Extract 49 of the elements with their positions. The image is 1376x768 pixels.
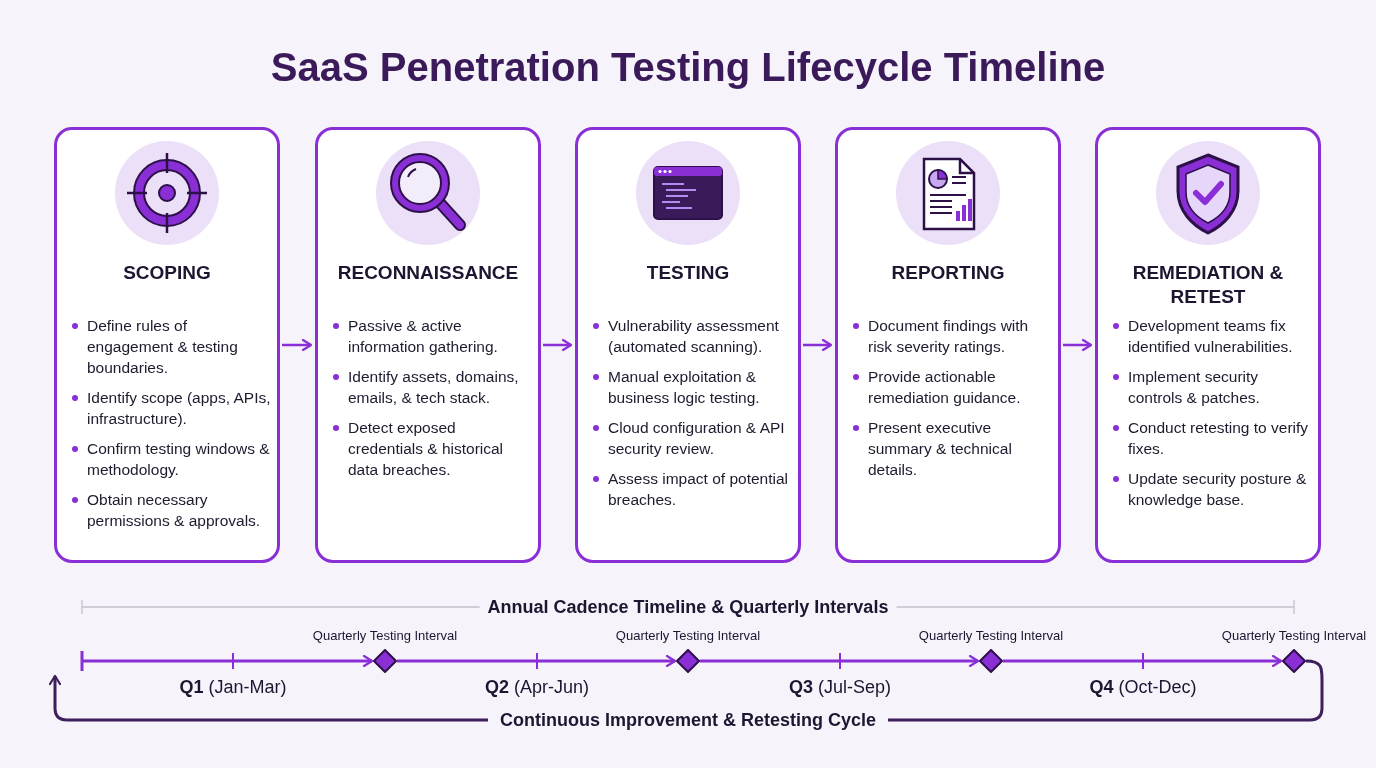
arrow bbox=[82, 654, 374, 668]
bullet-text: Obtain necessary permissions & approvals. bbox=[87, 490, 262, 531]
arrow bbox=[543, 338, 573, 352]
bullet-text: Development teams fix identified vulnerabilities. bbox=[1128, 316, 1294, 357]
quarter-label: Q1 (Jan-Mar) bbox=[179, 676, 287, 698]
step-heading: SCOPING bbox=[123, 261, 211, 285]
process-card bbox=[315, 127, 541, 563]
process-card bbox=[575, 127, 801, 563]
arrow bbox=[1003, 654, 1283, 668]
interval-label: Quarterly Testing Interval bbox=[312, 628, 458, 644]
process-card bbox=[54, 127, 280, 563]
interval-label: Quarterly Testing Interval bbox=[1221, 628, 1367, 644]
milestone-diamond bbox=[676, 649, 700, 673]
bullet-text: Update security posture & knowledge base. bbox=[1128, 469, 1308, 510]
quarter-label: Q2 (Apr-Jun) bbox=[485, 676, 589, 698]
arrow bbox=[700, 654, 980, 668]
arrow bbox=[803, 338, 833, 352]
bullet-text: Conduct retesting to verify fixes. bbox=[1128, 418, 1310, 459]
milestone-diamond bbox=[373, 649, 397, 673]
bullet-text: Vulnerability assessment (automated scanning). bbox=[608, 316, 780, 357]
quarter-label: Q4 (Oct-Dec) bbox=[1089, 676, 1197, 698]
step-heading: REPORTING bbox=[891, 261, 1005, 285]
bullet-text: Provide actionable remediation guidance. bbox=[868, 367, 1022, 408]
arrow bbox=[397, 654, 677, 668]
interval-label: Quarterly Testing Interval bbox=[918, 628, 1064, 644]
process-card bbox=[1095, 127, 1321, 563]
step-heading: RECONNAISSANCE bbox=[337, 261, 519, 285]
milestone-diamond bbox=[1282, 649, 1306, 673]
milestone-diamond bbox=[979, 649, 1003, 673]
interval-label: Quarterly Testing Interval bbox=[615, 628, 761, 644]
bullet-text: Manual exploitation & business logic testing. bbox=[608, 367, 761, 408]
process-card bbox=[835, 127, 1061, 563]
bullet-text: Passive & active information gathering. bbox=[348, 316, 499, 357]
step-heading: TESTING bbox=[646, 261, 730, 285]
title: SaaS Penetration Testing Lifecycle Timeline bbox=[270, 44, 1106, 91]
quarter-label: Q3 (Jul-Sep) bbox=[789, 676, 891, 698]
bullet-text: Identify scope (apps, APIs, infrastructure). bbox=[87, 388, 271, 429]
bullet-text: Identify assets, domains, emails, & tech stack. bbox=[348, 367, 520, 408]
arrow bbox=[1063, 338, 1093, 352]
bullet-text: Detect exposed credentials & historical data breaches. bbox=[348, 418, 505, 480]
arrow bbox=[282, 338, 313, 352]
bullet-text: Implement security controls & patches. bbox=[1128, 367, 1261, 408]
bullet-text: Assess impact of potential breaches. bbox=[608, 469, 790, 510]
bullet-text: Document findings with risk severity ratings. bbox=[868, 316, 1030, 357]
bullet-text: Cloud configuration & API security review. bbox=[608, 418, 786, 459]
bullet-text: Present executive summary & technical details. bbox=[868, 418, 1013, 480]
bullet-text: Confirm testing windows & methodology. bbox=[87, 439, 271, 480]
bullet-text: Define rules of engagement & testing boundaries. bbox=[87, 316, 239, 378]
step-heading: REMEDIATION & RETEST bbox=[1131, 261, 1285, 309]
